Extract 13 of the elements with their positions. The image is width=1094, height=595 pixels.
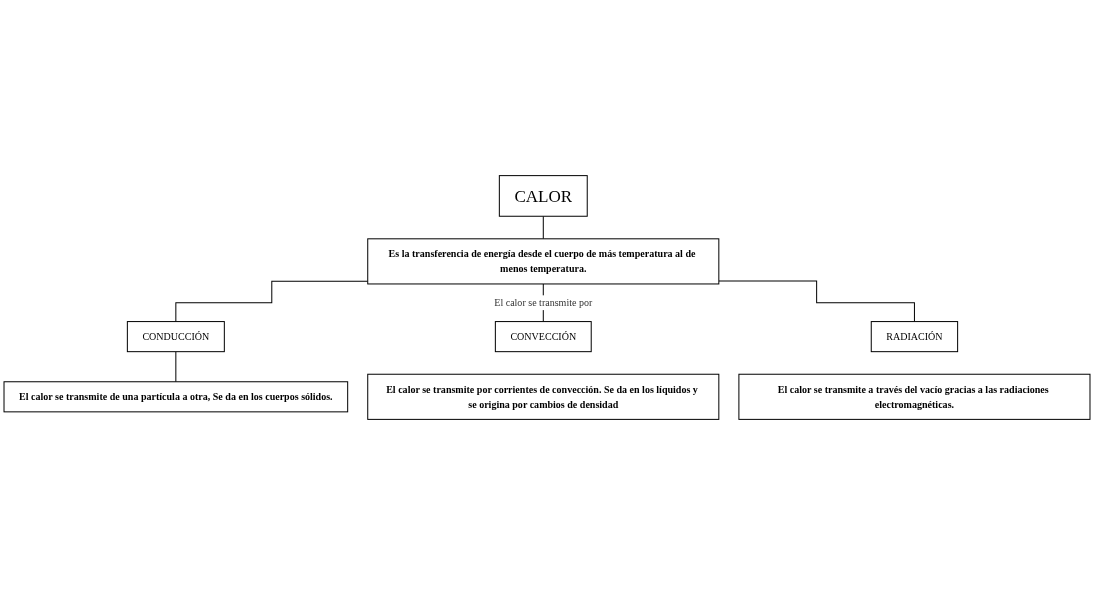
node-box: RADIACIÓN [870, 321, 959, 353]
connector [718, 280, 915, 323]
node-box: El calor se transmite de una partícula a otra, Se da en los cuerpos sólidos. [3, 381, 349, 413]
edge-label: El calor se transmite por [494, 297, 593, 309]
connector [175, 280, 369, 323]
node-box: El calor se transmite por corrientes de convección. Se da en los líquidos y se origina por cambios de densidad [367, 373, 720, 420]
node-box: CALOR [498, 175, 588, 217]
node-box: Es la transferencia de energía desde el cuerpo de más temperatura al de menos temperatura. [367, 238, 720, 285]
node-box: CONVECCIÓN [494, 321, 592, 353]
node-box: CONDUCCIÓN [126, 321, 225, 353]
node-box: El calor se transmite a través del vacío gracias a las radiaciones electromagnéticas. [738, 373, 1091, 420]
connector [542, 215, 544, 240]
connector [175, 351, 177, 383]
